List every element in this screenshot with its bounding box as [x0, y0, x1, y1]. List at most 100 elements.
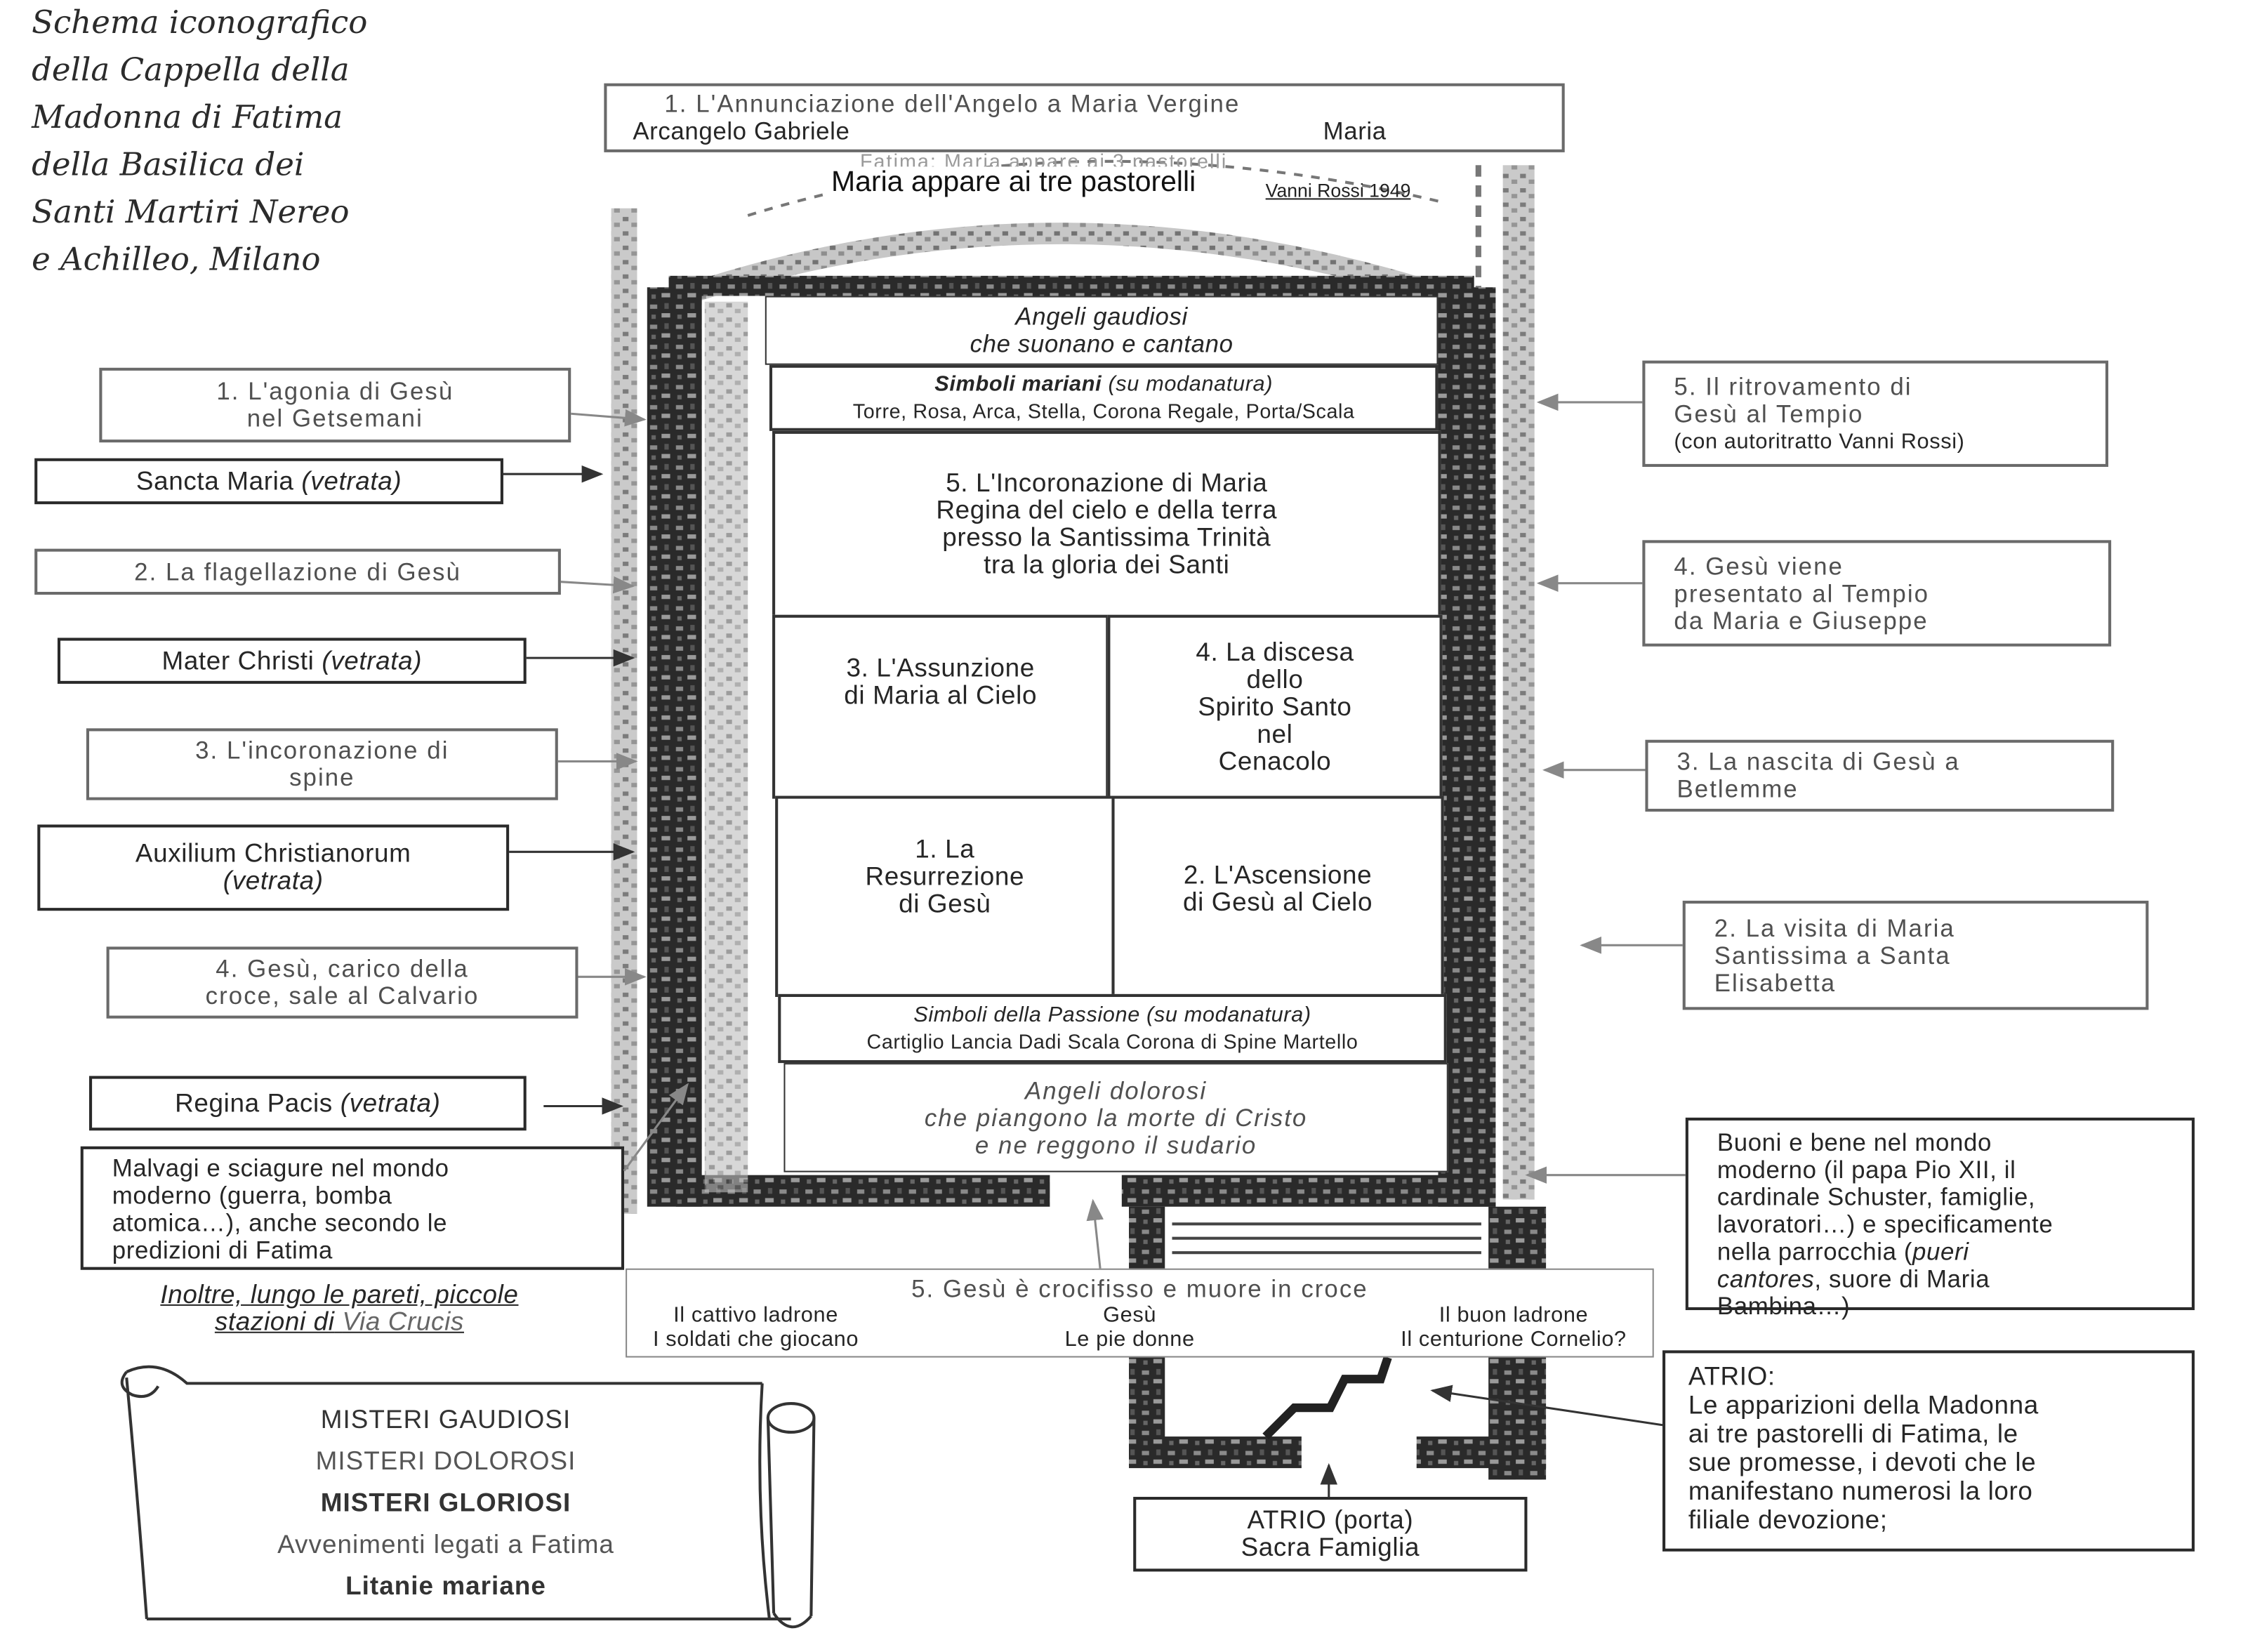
cattivo-label: Il cattivo ladrone: [673, 1302, 838, 1327]
resurrezione: 1. La Resurrezione di Gesù: [775, 795, 1115, 997]
inoltre-line: stazioni di Via Crucis: [81, 1307, 598, 1336]
arrow-crocifisso: [1086, 1198, 1104, 1269]
arrow-malvagi: [623, 1083, 689, 1172]
presentato-line: da Maria e Giuseppe: [1674, 607, 1929, 635]
atrio-porta-label: ATRIO (porta): [1247, 1505, 1414, 1535]
simboli-passione-name: Simboli della Passione: [913, 1003, 1140, 1027]
annunciation-label: 1. L'Annunciazione dell'Angelo a Maria V…: [664, 90, 1241, 118]
buoni-line: lavoratori…) e specificamente: [1717, 1210, 2054, 1238]
buoni-line: cantores, suore di Maria: [1717, 1266, 2192, 1293]
resurrezione-line: 1. La: [915, 834, 975, 864]
visita-box: 2. La visita di Maria Santissima a Santa…: [1682, 900, 2149, 1010]
buoni-text: nella parrocchia (: [1717, 1238, 1913, 1266]
incoronazione-spine-line: 3. L'incoronazione di: [195, 736, 449, 765]
flagellazione-box: 2. La flagellazione di Gesù: [34, 548, 561, 595]
inoltre-note: Inoltre, lungo le pareti, piccole stazio…: [81, 1281, 598, 1336]
atrio-line: Le apparizioni della Madonna: [1688, 1390, 2039, 1420]
mater-christi-label: Mater Christi: [161, 645, 315, 675]
legend: MISTERI GAUDIOSI MISTERI DOLOROSI MISTER…: [158, 1399, 733, 1608]
ascensione-line: di Gesù al Cielo: [1182, 887, 1373, 917]
malvagi-line: Malvagi e sciagure nel mondo: [112, 1155, 449, 1182]
incoronazione-line: 5. L'Incoronazione di Maria: [946, 468, 1268, 497]
via-crucis-label: Via Crucis: [342, 1307, 464, 1336]
crocifisso-col-mid: Gesù Le pie donne: [1065, 1302, 1195, 1352]
vetrata-note: (vetrata): [340, 1088, 441, 1117]
buoni-box: Buoni e bene nel mondo moderno (il papa …: [1685, 1117, 2195, 1320]
assunzione-line: di Maria al Cielo: [844, 680, 1038, 710]
arrow-flagellazione: [560, 576, 635, 594]
legend-gaudiosi: MISTERI GAUDIOSI: [320, 1405, 571, 1434]
vetrata-note: (vetrata): [322, 645, 423, 675]
calvario-box: 4. Gesù, carico della croce, sale al Cal…: [106, 946, 578, 1019]
presentato-line: presentato al Tempio: [1674, 579, 1930, 607]
legend-dolorosi: MISTERI DOLOROSI: [315, 1446, 576, 1476]
simboli-mariani-note: (su modanatura): [1108, 371, 1274, 397]
legend-fatima: Avvenimenti legati a Fatima: [277, 1530, 614, 1559]
buoni-line: nella parrocchia (pueri: [1717, 1238, 2192, 1266]
ascensione: 2. L'Ascensione di Gesù al Cielo: [1111, 795, 1444, 997]
atrium-steps: [1262, 1356, 1392, 1440]
title-line: della Cappella della: [32, 53, 350, 89]
maria-label: Maria: [1323, 117, 1387, 145]
autoritratto-label: (con autoritratto Vanni Rossi): [1674, 428, 1965, 454]
angeli-gaudiosi: Angeli gaudiosi che suonano e cantano: [765, 296, 1439, 365]
bottom-wall-right: [1121, 1175, 1496, 1207]
ritrovamento-line: 5. Il ritrovamento di: [1674, 372, 1912, 400]
malvagi-line: atomica…), anche secondo le: [112, 1209, 448, 1237]
angeli-dolorosi: Angeli dolorosi che piangono la morte di…: [783, 1063, 1448, 1172]
legend-scroll: [120, 1365, 816, 1629]
simboli-passione-title: Simboli della Passione (su modanatura): [781, 1001, 1443, 1029]
mater-christi-text: Mater Christi (vetrata): [60, 647, 524, 675]
incoronazione-line: tra la gloria dei Santi: [984, 550, 1230, 579]
atrium-bottom-wall-left: [1129, 1436, 1302, 1469]
discesa-line: Cenacolo: [1218, 746, 1332, 775]
crocifisso-box: 5. Gesù è crocifisso e muore in croce Il…: [626, 1268, 1654, 1358]
fatima-label: Maria appare ai tre pastorelli: [825, 166, 1202, 200]
incoronazione-spine-box: 3. L'incoronazione di spine: [86, 728, 558, 800]
mater-christi-box: Mater Christi (vetrata): [57, 637, 527, 684]
inoltre-stazioni: stazioni di: [214, 1307, 335, 1336]
auxilium-box: Auxilium Christianorum (vetrata): [37, 824, 510, 911]
nascita-line: Betlemme: [1677, 775, 1799, 803]
buoni-line: Bambina…): [1717, 1293, 1851, 1321]
top-wall: [668, 275, 1474, 296]
cantores-text: cantores: [1717, 1265, 1815, 1293]
simboli-mariani: Simboli mariani (su modanatura) Torre, R…: [769, 364, 1439, 431]
simboli-passione-list: Cartiglio Lancia Dadi Scala Corona di Sp…: [866, 1030, 1358, 1053]
legend-gloriosi: MISTERI GLORIOSI: [320, 1488, 571, 1517]
visita-line: Santissima a Santa: [1714, 941, 1951, 970]
regina-pacis-text: Regina Pacis (vetrata): [92, 1088, 524, 1117]
presentato-line: 4. Gesù viene: [1674, 552, 1844, 580]
legend-litanie: Litanie mariane: [345, 1571, 546, 1601]
discesa-line: dello: [1246, 664, 1304, 694]
auxilium-label: Auxilium Christianorum: [135, 838, 411, 868]
calvario-line: 4. Gesù, carico della: [216, 955, 469, 983]
title-line: della Basilica dei: [32, 147, 305, 184]
incoronazione-spine-line: spine: [289, 764, 355, 792]
incoronazione-line: presso la Santissima Trinità: [942, 522, 1271, 552]
title-line: Madonna di Fatima: [32, 100, 343, 137]
assunzione-line: 3. L'Assunzione: [846, 653, 1035, 682]
simboli-passione: Simboli della Passione (su modanatura) C…: [778, 993, 1447, 1064]
buoni-line: cardinale Schuster, famiglie,: [1717, 1183, 2036, 1211]
simboli-mariani-name: Simboli mariani: [934, 371, 1102, 397]
sancta-maria-text: Sancta Maria (vetrata): [37, 467, 501, 495]
buoni-tail: , suore di Maria: [1814, 1265, 1990, 1293]
left-wall: [647, 287, 702, 1207]
inoltre-line: Inoltre, lungo le pareti, piccole: [160, 1280, 519, 1309]
angeli-dolorosi-line: che piangono la morte di Cristo: [924, 1104, 1308, 1132]
simboli-mariani-list: Torre, Rosa, Arca, Stella, Corona Regale…: [852, 399, 1355, 423]
nascita-line: 3. La nascita di Gesù a: [1677, 748, 1960, 776]
angeli-dolorosi-line: e ne reggono il sudario: [974, 1131, 1257, 1159]
resurrezione-line: Resurrezione: [865, 861, 1025, 891]
title-line: Santi Martiri Nereo: [32, 195, 350, 232]
discesa-spirito: 4. La discesa dello Spirito Santo nel Ce…: [1107, 614, 1443, 799]
buoni-line: Buoni e bene nel mondo: [1717, 1129, 1992, 1157]
angeli-dolorosi-line: Angeli dolorosi: [1025, 1076, 1208, 1104]
annunciation-figures: Arcangelo Gabriele Maria: [607, 118, 1561, 145]
soldati-label: I soldati che giocano: [653, 1326, 859, 1352]
left-wall-outer: [611, 208, 637, 1214]
